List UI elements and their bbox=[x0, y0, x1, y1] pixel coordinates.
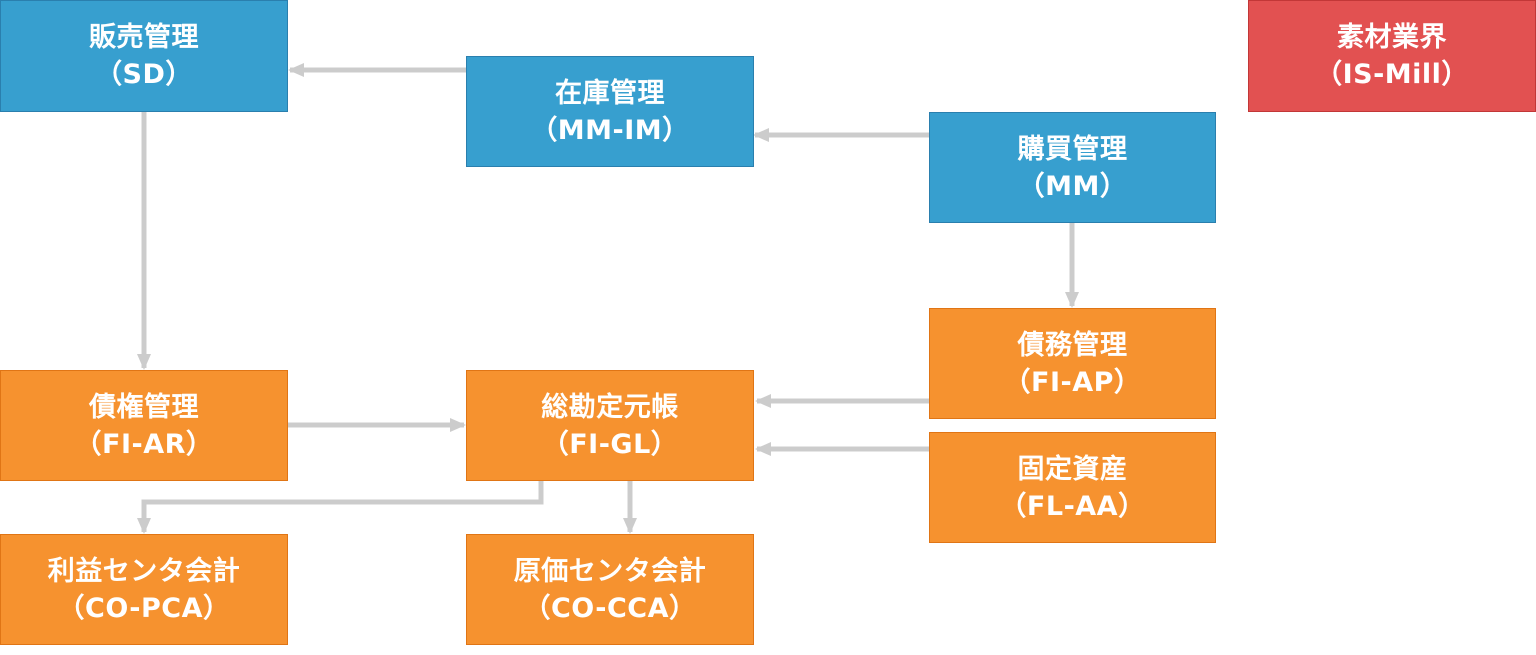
node-mm-im-title: 在庫管理 bbox=[555, 77, 665, 109]
node-mm-im-code: （MM-IM） bbox=[530, 114, 690, 146]
node-sd: 販売管理 （SD） bbox=[0, 0, 288, 112]
node-co-cca-code: （CO-CCA） bbox=[523, 592, 697, 624]
node-sd-code: （SD） bbox=[95, 59, 193, 90]
node-co-pca: 利益センタ会計 （CO-PCA） bbox=[0, 534, 288, 645]
node-fi-ar-code: （FI-AR） bbox=[74, 428, 214, 460]
node-fi-ap-title: 債務管理 bbox=[1017, 329, 1128, 361]
node-is-mill-title: 素材業界 bbox=[1337, 22, 1447, 53]
node-fl-aa: 固定資産 （FL-AA） bbox=[929, 432, 1216, 543]
node-fl-aa-title: 固定資産 bbox=[1017, 453, 1128, 485]
node-co-cca: 原価センタ会計 （CO-CCA） bbox=[466, 534, 754, 645]
node-mm-im: 在庫管理 （MM-IM） bbox=[466, 56, 754, 167]
node-fi-gl-code: （FI-GL） bbox=[541, 428, 679, 460]
node-fi-ar: 債権管理 （FI-AR） bbox=[0, 370, 288, 481]
node-co-pca-title: 利益センタ会計 bbox=[47, 555, 241, 587]
node-fi-gl: 総勘定元帳 （FI-GL） bbox=[466, 370, 754, 481]
node-fi-ap: 債務管理 （FI-AP） bbox=[929, 308, 1216, 419]
node-fi-gl-title: 総勘定元帳 bbox=[541, 391, 679, 423]
node-mm-code: （MM） bbox=[1017, 170, 1128, 202]
node-is-mill: 素材業界 （IS-Mill） bbox=[1248, 0, 1536, 112]
node-fi-ar-title: 債権管理 bbox=[89, 391, 199, 423]
node-mm-title: 購買管理 bbox=[1017, 133, 1128, 165]
node-fl-aa-code: （FL-AA） bbox=[999, 490, 1146, 522]
node-mm: 購買管理 （MM） bbox=[929, 112, 1216, 223]
node-sd-title: 販売管理 bbox=[89, 22, 199, 53]
node-is-mill-code: （IS-Mill） bbox=[1315, 59, 1469, 90]
node-co-pca-code: （CO-PCA） bbox=[57, 592, 231, 624]
node-fi-ap-code: （FI-AP） bbox=[1003, 366, 1142, 398]
node-co-cca-title: 原価センタ会計 bbox=[513, 555, 707, 587]
